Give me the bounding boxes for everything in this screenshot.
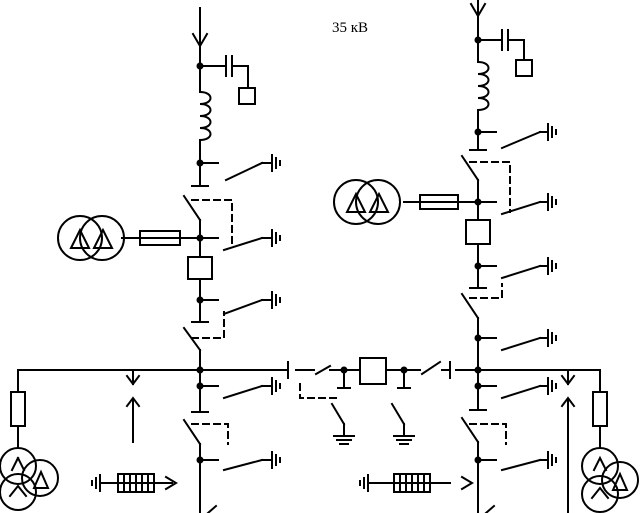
left-outgoing-disconnector: [182, 418, 202, 446]
right-aux-transformer-connection: [403, 194, 479, 210]
left-outgoing-arrow-icon: [206, 504, 218, 513]
left-line-breaker: [187, 256, 213, 280]
section-breaker-assembly: [295, 357, 451, 445]
left-line-earthing-switch: [199, 154, 281, 182]
right-outgoing-arrow-icon: [484, 504, 496, 513]
right-outgoing-interlock-dashed: [469, 423, 507, 445]
right-line-interlock-dashed: [469, 161, 511, 213]
left-bus-voltage-transformer: [0, 369, 59, 511]
right-outgoing-arrester: [359, 473, 474, 493]
right-outgoing-disconnector: [460, 416, 480, 444]
left-outgoing-arrester: [91, 473, 178, 493]
right-bus-disconnector: [460, 292, 480, 320]
right-bus-interlock-dashed: [469, 283, 503, 299]
voltage-label: 35 кВ: [331, 20, 369, 36]
left-outgoing-earthing-switch: [199, 451, 281, 472]
right-line-earthing-switch-3: [477, 257, 557, 280]
left-line-earthing-switch-2: [199, 229, 281, 252]
left-line-disconnector: [182, 194, 202, 222]
left-auxiliary-transformer: [57, 215, 125, 261]
section-breaker: [359, 357, 387, 385]
left-outgoing-interlock-dashed: [191, 423, 229, 445]
right-line-capacitor: [474, 13, 533, 77]
left-line-earthing-switch-3: [199, 291, 281, 316]
right-bus-earthing-switch-upper: [477, 329, 557, 352]
right-line-breaker: [465, 219, 491, 245]
left-bus-interlock-dashed: [191, 311, 225, 339]
left-aux-transformer-connection: [121, 230, 201, 246]
right-line-earthing-switch: [477, 123, 557, 150]
left-line-capacitor: [196, 43, 256, 105]
left-line-incoming-arrow-icon: [191, 7, 209, 48]
left-bus-earthing-switch: [191, 369, 281, 413]
right-line-reactor: [476, 60, 490, 112]
right-line-earthing-switch-2: [477, 193, 557, 216]
right-auxiliary-transformer: [333, 179, 401, 225]
right-line-disconnector: [460, 154, 480, 182]
left-line-interlock-dashed: [191, 199, 233, 247]
left-bus-arrester: [125, 369, 141, 443]
right-bus-voltage-transformer: [581, 369, 639, 513]
left-line-reactor: [198, 90, 212, 142]
right-bus-earthing-switch: [469, 369, 557, 411]
right-bus-arrester: [560, 369, 576, 513]
right-outgoing-earthing-switch: [477, 451, 557, 472]
